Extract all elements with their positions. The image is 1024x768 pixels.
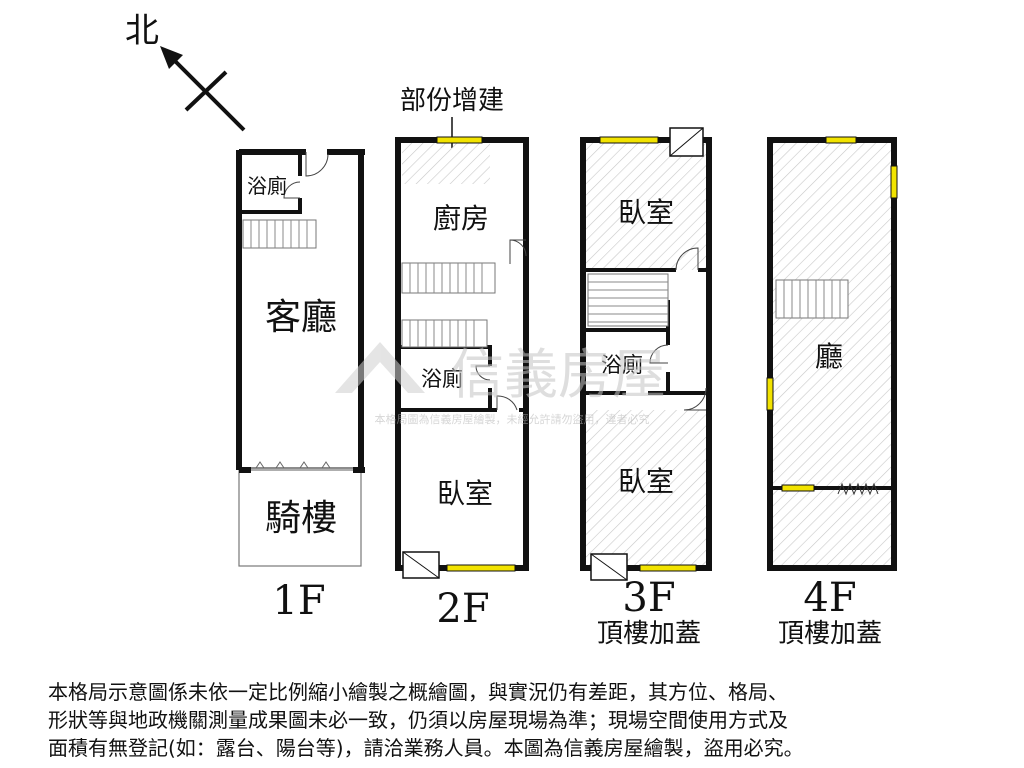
door-swing-icon: [649, 344, 669, 364]
folding-door-icon: [837, 482, 879, 496]
bedroom-3f-hatch: [586, 410, 706, 565]
door-swing-icon: [675, 247, 699, 271]
partial-extension-label: 部份增建: [400, 86, 504, 116]
room-label-hall: 廳: [815, 340, 843, 373]
door-swing-icon: [496, 395, 518, 411]
north-arrow-icon: [160, 46, 246, 132]
door-swing-icon: [509, 239, 527, 257]
floor-label-1f: 1F: [272, 578, 325, 624]
window-box-icon: [402, 551, 440, 579]
room-label-bedroom-3f-upper: 臥室: [618, 196, 674, 229]
rooftop-addition-note-4f: 頂樓加蓋: [778, 619, 882, 649]
watermark-brand: 信義房屋: [450, 343, 666, 406]
watermark: 信義房屋 本格局圖為信義房屋繪製，未經允許請勿盜用，違者必究: [335, 342, 666, 426]
window-icon: [446, 564, 516, 572]
compass: 北: [125, 11, 246, 132]
room-label-arcade: 騎樓: [265, 498, 337, 539]
door-swing-icon: [283, 181, 301, 199]
extension-hatch-area: [402, 143, 490, 184]
room-label-bathroom-3f: 浴廁: [601, 353, 643, 377]
staircase-4f-icon: [775, 279, 849, 319]
room-label-kitchen: 廚房: [433, 202, 489, 235]
window-box-icon: [669, 127, 704, 157]
hall-hatch-area: [773, 143, 891, 565]
staircase-3f-icon: [587, 273, 669, 327]
disclaimer-line: 面積有無登記(如：露台、陽台等)，請洽業務人員。本圖為信義房屋繪製，盜用必究。: [48, 736, 804, 760]
floor-label-2f: 2F: [436, 586, 489, 632]
window-box-icon: [590, 553, 628, 581]
floor-3f: 臥室 浴廁 臥室 3F 頂樓加蓋: [580, 127, 712, 649]
floor-4f: 廳 4F 頂樓加蓋: [766, 136, 898, 649]
disclaimer-line: 形狀等與地政機關測量成果圖未必一致，仍須以房屋現場為準；現場空間使用方式及: [48, 708, 788, 732]
window-icon: [639, 564, 697, 572]
staircase-2f-lower-icon: [401, 319, 488, 348]
staircase-2f-upper-icon: [401, 262, 496, 294]
door-swing-icon: [683, 387, 707, 411]
door-swing-icon: [305, 152, 329, 177]
house-logo-icon: [335, 342, 425, 393]
window-icon: [890, 165, 898, 199]
room-label-bathroom-1f: 浴廁: [247, 174, 287, 198]
watermark-notice: 本格局圖為信義房屋繪製，未經允許請勿盜用，違者必究: [375, 412, 650, 426]
disclaimer-line: 本格局示意圖係未依一定比例縮小繪製之概繪圖，與實況仍有差距，其方位、格局、: [48, 680, 788, 704]
room-label-bedroom-2f: 臥室: [437, 477, 493, 510]
north-label: 北: [125, 11, 159, 51]
window-icon: [825, 136, 857, 144]
room-label-bedroom-3f-lower: 臥室: [618, 465, 674, 498]
bathroom-2f-walls: [398, 345, 526, 412]
window-icon: [766, 377, 774, 411]
staircase-1f-icon: [242, 219, 317, 249]
floor-1f-walls: [236, 149, 365, 473]
floor-label-3f: 3F: [622, 575, 675, 621]
room-label-living-room: 客廳: [265, 297, 337, 338]
rooftop-addition-note-3f: 頂樓加蓋: [597, 619, 701, 649]
window-icon: [781, 484, 815, 492]
floor-1f: 浴廁 客廳 騎樓 1F: [236, 149, 365, 624]
room-label-bathroom-2f: 浴廁: [421, 367, 463, 391]
bathroom-1f-walls: [239, 152, 302, 214]
door-swing-icon: [475, 365, 491, 381]
floor-2f: 廚房 浴廁 臥室 2F: [395, 136, 529, 632]
window-icon: [436, 136, 483, 144]
disclaimer: 本格局示意圖係未依一定比例縮小繪製之概繪圖，與實況仍有差距，其方位、格局、 形狀…: [48, 678, 1008, 762]
arcade-area: [238, 469, 362, 567]
floor-label-4f: 4F: [803, 575, 856, 621]
window-icon: [599, 136, 659, 144]
